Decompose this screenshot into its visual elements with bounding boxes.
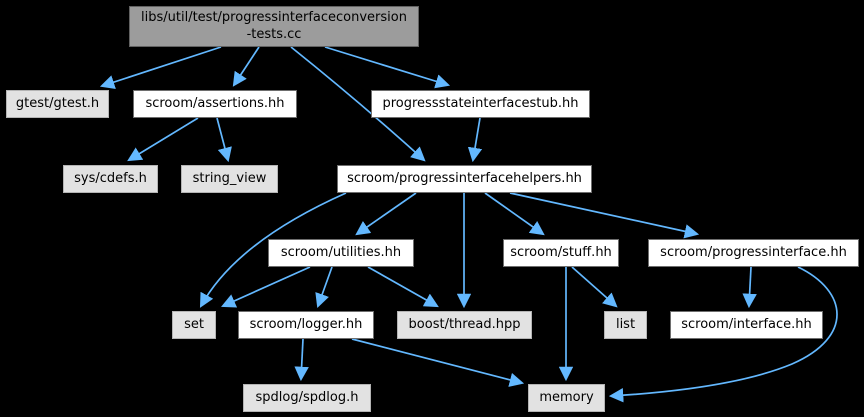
- edge-helpers-utilities: [355, 192, 417, 236]
- node-scroom-assertions-hh[interactable]: scroom/assertions.hh: [133, 90, 297, 118]
- edge-stub-helpers: [467, 117, 483, 163]
- node-memory[interactable]: memory: [528, 384, 605, 412]
- edge-utilities-boostthread: [367, 266, 439, 308]
- node-set[interactable]: set: [172, 311, 216, 339]
- node-scroom-progressinterfacehelpers-hh[interactable]: scroom/progressinterfacehelpers.hh: [337, 165, 592, 193]
- node-list[interactable]: list: [604, 311, 647, 339]
- node-sys-cdefs-h[interactable]: sys/cdefs.h: [63, 165, 158, 193]
- edge-assertions-stringview: [216, 117, 232, 163]
- edge-testscc-assertions: [232, 46, 260, 87]
- edge-assertions-syscdefs: [127, 117, 199, 162]
- node-scroom-interface-hh[interactable]: scroom/interface.hh: [670, 311, 823, 339]
- node-gtest-gtest-h[interactable]: gtest/gtest.h: [6, 90, 109, 118]
- node-boost-thread-hpp[interactable]: boost/thread.hpp: [397, 311, 532, 339]
- node-scroom-stuff-hh[interactable]: scroom/stuff.hh: [503, 239, 619, 267]
- edge-progressinterface-interface: [742, 266, 757, 309]
- edge-testscc-helpers: [290, 46, 426, 162]
- edge-helpers-set: [199, 192, 347, 308]
- edge-testscc-stub: [324, 46, 451, 89]
- edge-utilities-logger: [315, 266, 333, 309]
- edge-helpers-progressinterface: [509, 192, 700, 239]
- node-scroom-utilities-hh[interactable]: scroom/utilities.hh: [268, 239, 414, 267]
- node-tests-cc[interactable]: libs/util/test/progressinterfaceconversi…: [129, 6, 419, 47]
- edge-helpers-stuff: [484, 192, 545, 236]
- edge-testscc-gtest: [99, 46, 222, 90]
- node-scroom-progressinterface-hh[interactable]: scroom/progressinterface.hh: [648, 239, 859, 267]
- edge-logger-spdlog: [294, 338, 309, 382]
- edge-utilities-set: [221, 266, 311, 308]
- edge-stuff-list: [571, 266, 618, 308]
- edge-logger-memory: [351, 338, 525, 387]
- node-string-view[interactable]: string_view: [181, 165, 278, 193]
- edge-progressinterface-memory: [608, 266, 838, 403]
- node-progressstateinterfacestub-hh[interactable]: progressstateinterfacestub.hh: [371, 90, 590, 118]
- node-spdlog-spdlog-h[interactable]: spdlog/spdlog.h: [243, 384, 371, 412]
- node-scroom-logger-hh[interactable]: scroom/logger.hh: [238, 311, 374, 339]
